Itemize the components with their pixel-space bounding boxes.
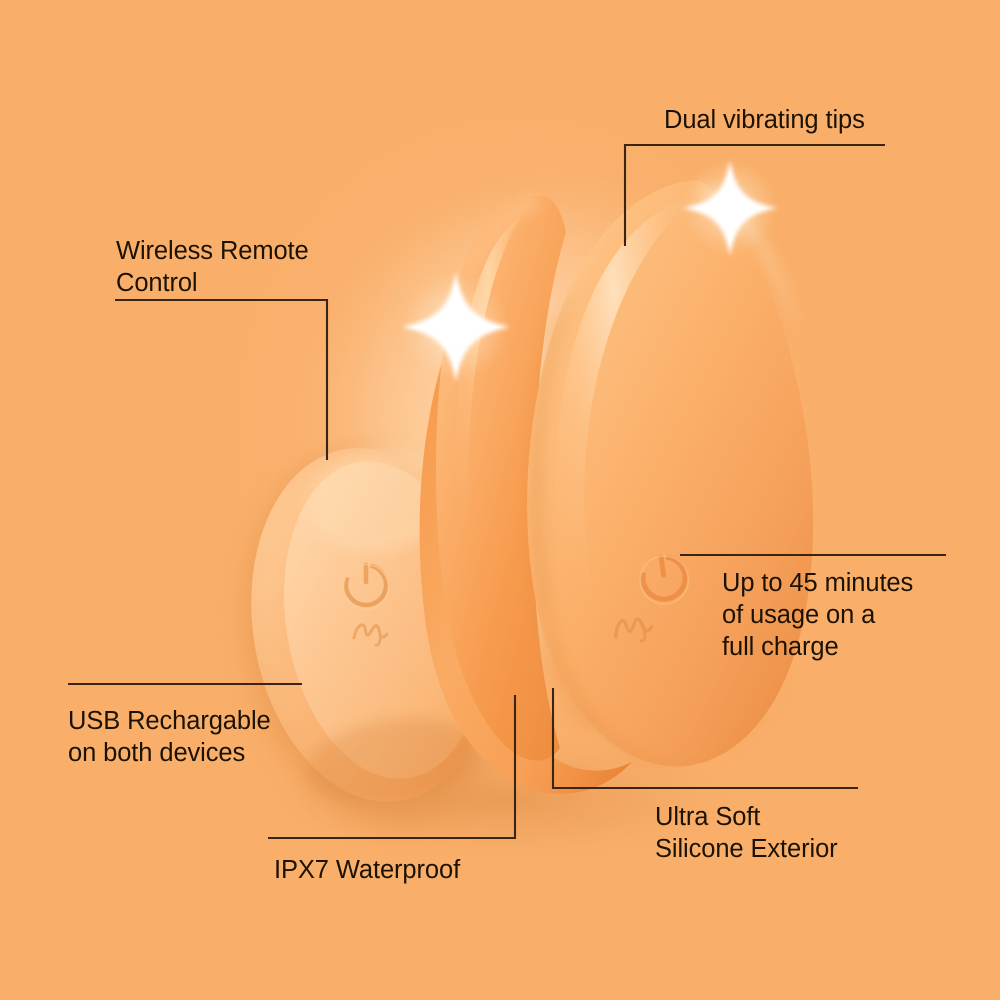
callout-battery-life: Up to 45 minutes of usage on a full char… [722,569,914,661]
leader-ultra-soft-silicone [551,688,858,790]
callout-usb-rechargable: USB Rechargable on both devices [68,707,271,767]
callout-dual-vibrating-tips: Dual vibrating tips [664,106,865,134]
callout-ultra-soft-silicone: Ultra Soft Silicone Exterior [655,803,838,863]
leader-wireless-remote-control [115,298,329,460]
leader-dual-vibrating-tips [623,143,885,246]
callout-wireless-remote-control: Wireless Remote Control [116,237,309,297]
callout-ipx7-waterproof: IPX7 Waterproof [274,856,461,884]
leader-ipx7-waterproof [268,695,517,840]
